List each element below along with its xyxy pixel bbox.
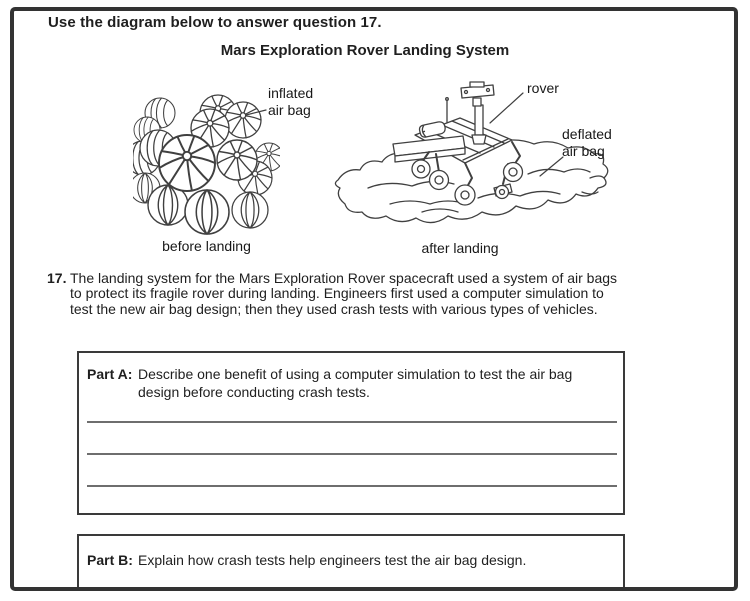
question-number: 17. bbox=[47, 270, 67, 286]
deflated-airbag-label: deflated air bag bbox=[562, 126, 612, 159]
rover-line-art bbox=[392, 81, 524, 206]
inflated-airbag-label: inflated air bag bbox=[268, 85, 314, 118]
part-a-label: Part A: bbox=[87, 366, 133, 382]
airbag-cluster-illustration bbox=[133, 94, 280, 235]
instruction-text: Use the diagram below to answer question… bbox=[48, 14, 382, 31]
part-b-prompt: Explain how crash tests help engineers t… bbox=[138, 552, 527, 568]
answer-line bbox=[87, 453, 617, 455]
after-landing-caption: after landing bbox=[421, 240, 499, 256]
rover-label-pointer-line bbox=[489, 92, 524, 124]
diagram-title: Mars Exploration Rover Landing System bbox=[220, 42, 510, 59]
part-a-box: Part A: Describe one benefit of using a … bbox=[77, 351, 625, 515]
deflated-label-pointer-line bbox=[539, 156, 564, 177]
inflated-label-pointer-line bbox=[245, 109, 267, 116]
question-17: 17. The landing system for the Mars Expl… bbox=[47, 270, 627, 317]
rover-wheels bbox=[411, 159, 524, 206]
question-text: The landing system for the Mars Explorat… bbox=[70, 270, 618, 317]
part-a-prompt: Describe one benefit of using a computer… bbox=[138, 366, 573, 400]
rover-label: rover bbox=[527, 80, 559, 96]
part-b-label: Part B: bbox=[87, 552, 133, 568]
rover-illustration bbox=[334, 81, 609, 224]
before-landing-caption: before landing bbox=[162, 238, 251, 254]
answer-line bbox=[87, 421, 617, 423]
page-margin-mask bbox=[0, 591, 750, 601]
answer-line bbox=[87, 485, 617, 487]
airbag-fold-lines bbox=[367, 168, 605, 213]
